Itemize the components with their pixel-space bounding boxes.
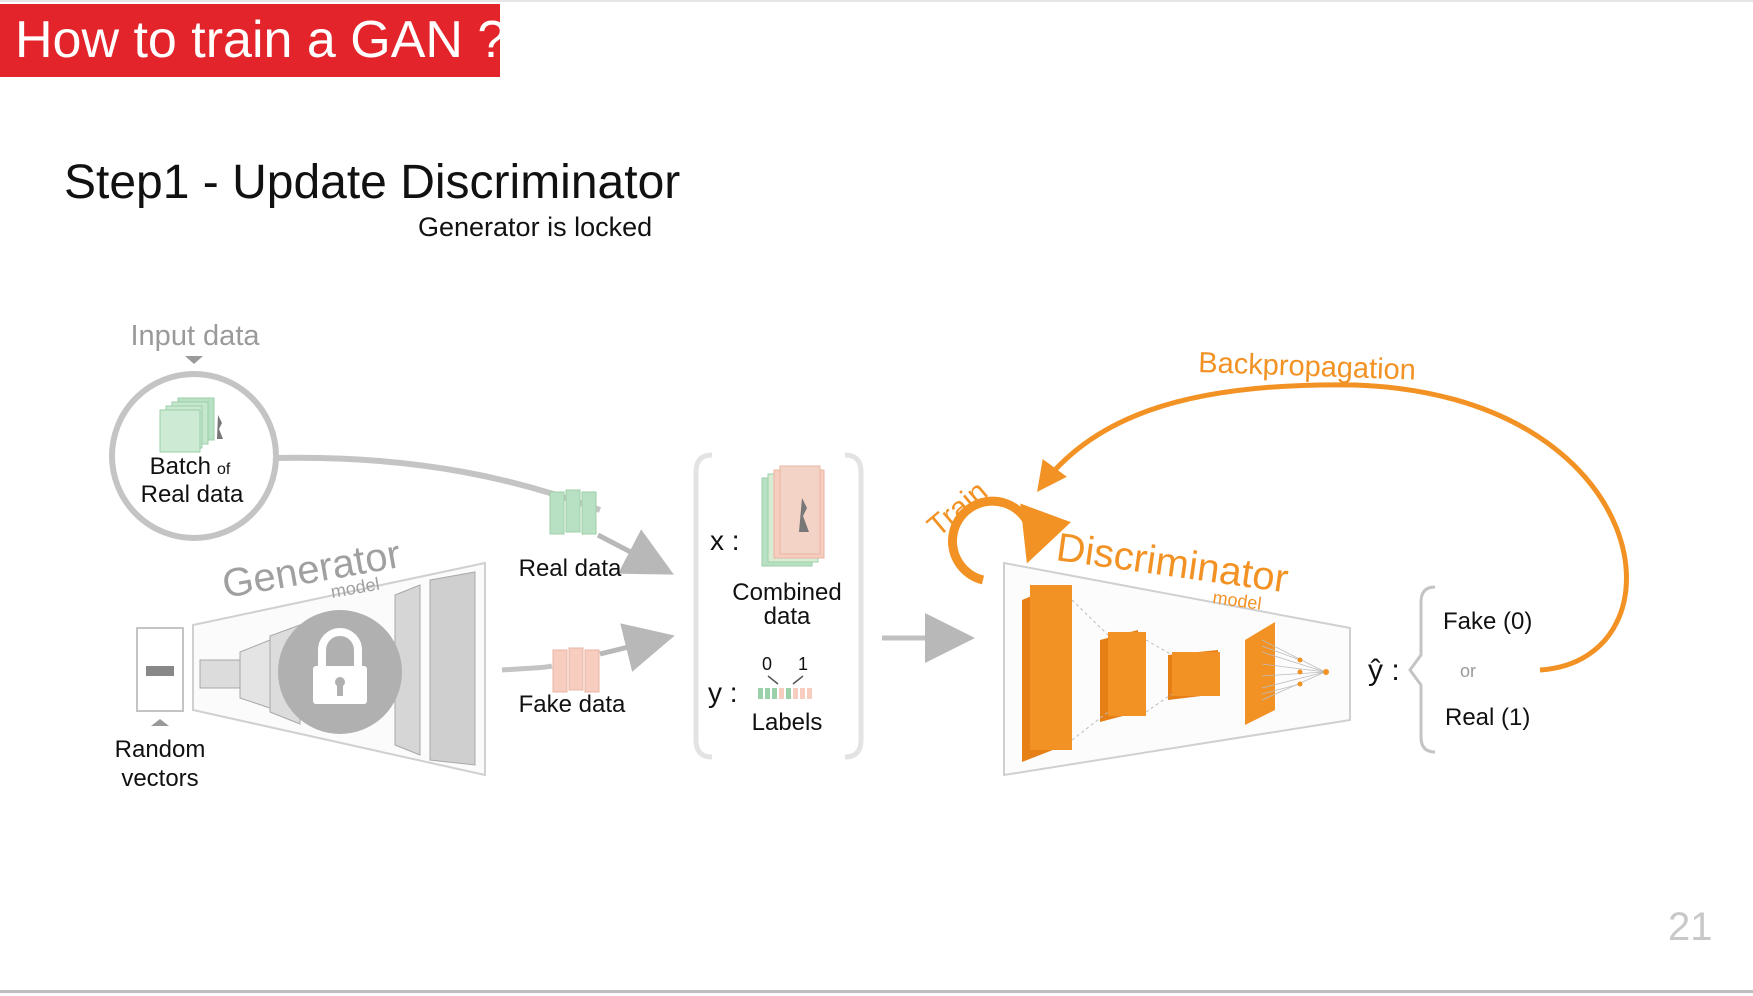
- combined-label-1: Combined: [732, 579, 841, 606]
- random-label-2: vectors: [121, 765, 198, 792]
- random-label-1: Random: [115, 736, 206, 763]
- output-or: or: [1460, 661, 1476, 681]
- random-vector-bar: [146, 666, 174, 676]
- yhat-label: ŷ :: [1368, 654, 1400, 687]
- step-title: Step1 - Update Discriminator: [64, 156, 681, 209]
- x-label: x :: [710, 525, 740, 556]
- real-arrow: [596, 529, 674, 575]
- combined-data-group: x : Combined data y : 0 1: [693, 452, 864, 760]
- backprop-arrow: [1037, 382, 1629, 673]
- top-divider: [0, 0, 1753, 2]
- generator-group: Random vectors Generator model: [115, 532, 486, 792]
- right-bracket: [844, 452, 864, 760]
- real-batch-stack-icon: [159, 397, 223, 453]
- slide-title: How to train a GAN ?: [15, 11, 507, 69]
- output-real: Real (1): [1445, 704, 1530, 731]
- generator-layers: [199, 571, 476, 766]
- left-bracket: [693, 452, 713, 760]
- real-data-label: Real data: [141, 481, 244, 508]
- backprop-label: Backpropagation: [1198, 347, 1417, 387]
- fake-data-flow: Fake data: [501, 623, 675, 718]
- real-data-flow-label: Real data: [519, 555, 622, 582]
- bottom-divider: [0, 990, 1753, 993]
- combined-stack-icon: [761, 465, 825, 567]
- step-subtitle: Generator is locked: [418, 212, 653, 242]
- lock-icon: [313, 628, 367, 704]
- labels-text: Labels: [752, 709, 823, 736]
- output-group: ŷ : Fake (0) or Real (1): [1368, 585, 1532, 754]
- input-pointer-icon: [185, 356, 203, 364]
- label-bar-icon: [758, 688, 812, 699]
- y-label: y :: [708, 677, 738, 708]
- fake-arrow: [599, 623, 675, 672]
- fake-data-flow-label: Fake data: [519, 691, 626, 718]
- input-data-label: Input data: [131, 320, 261, 352]
- title-banner: [0, 4, 500, 77]
- real-sample-icon: [549, 489, 597, 535]
- discriminator-layers: [1022, 585, 1329, 762]
- train-loop-arrow: [947, 496, 1071, 585]
- combined-label-2: data: [764, 603, 811, 630]
- label-bracket-icon: [767, 675, 804, 685]
- output-fake: Fake (0): [1443, 608, 1532, 635]
- random-pointer-icon: [151, 719, 169, 726]
- label-one: 1: [798, 654, 808, 674]
- fake-sample-icon: [552, 647, 600, 693]
- real-data-flow: Real data: [519, 489, 674, 582]
- page-number: 21: [1668, 905, 1713, 949]
- discriminator-group: Discriminator model Train Backpropagatio…: [921, 347, 1629, 777]
- label-zero: 0: [762, 654, 772, 674]
- output-brace: [1408, 585, 1436, 754]
